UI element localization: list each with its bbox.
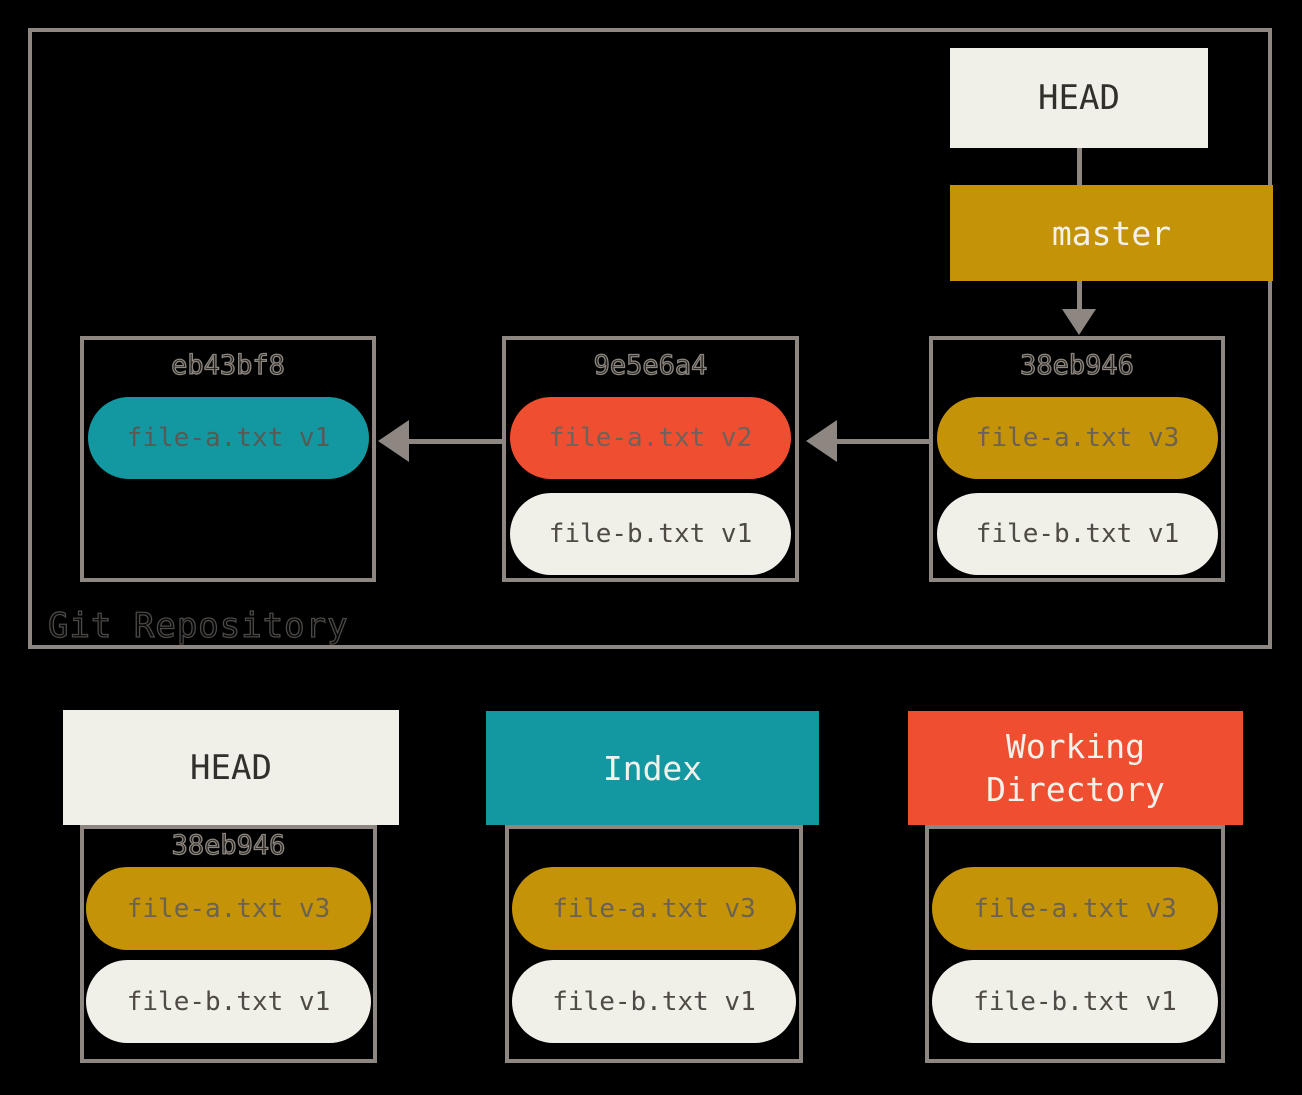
file-blob-label: file-b.txt v1 bbox=[973, 986, 1177, 1017]
index-area-title: Index bbox=[602, 748, 703, 788]
file-blob-pill: file-b.txt v1 bbox=[932, 960, 1218, 1043]
file-blob-pill: file-b.txt v1 bbox=[86, 960, 371, 1043]
file-blob-pill: file-a.txt v3 bbox=[512, 867, 796, 950]
file-blob-pill: file-b.txt v1 bbox=[512, 960, 796, 1043]
file-blob-label: file-a.txt v1 bbox=[126, 423, 331, 453]
file-blob-label: file-a.txt v3 bbox=[973, 893, 1177, 924]
file-blob-label: file-b.txt v1 bbox=[548, 519, 753, 549]
working-directory-area-box bbox=[925, 825, 1225, 1063]
commit-parent-arrow-line bbox=[834, 439, 929, 444]
file-blob-label: file-a.txt v2 bbox=[548, 423, 753, 453]
master-to-commit-line bbox=[1077, 281, 1082, 312]
file-blob-label: file-b.txt v1 bbox=[975, 519, 1180, 549]
commit-box-9e5e6a4 bbox=[502, 336, 799, 582]
file-blob-pill: file-a.txt v3 bbox=[937, 397, 1218, 479]
index-area-header: Index bbox=[486, 711, 819, 825]
left-arrow-icon bbox=[378, 420, 409, 462]
commit-id-label: 38eb946 bbox=[1019, 349, 1134, 381]
head-ref-label: HEAD bbox=[1038, 78, 1120, 118]
working-directory-header: Working Directory bbox=[908, 711, 1243, 825]
commit-parent-arrow-line bbox=[406, 439, 502, 444]
left-arrow-icon bbox=[806, 420, 837, 462]
file-blob-pill: file-a.txt v3 bbox=[86, 867, 371, 950]
head-area-title: HEAD bbox=[190, 747, 272, 788]
head-area-box bbox=[80, 825, 377, 1063]
file-blob-pill: file-a.txt v2 bbox=[510, 397, 791, 479]
git-repository-label: Git Repository bbox=[47, 605, 349, 646]
file-blob-pill: file-b.txt v1 bbox=[937, 493, 1218, 575]
commit-box-38eb946 bbox=[929, 336, 1225, 582]
head-to-master-line bbox=[1077, 148, 1082, 185]
commit-id-label: eb43bf8 bbox=[170, 349, 285, 381]
file-blob-label: file-a.txt v3 bbox=[126, 893, 331, 924]
git-repository-box bbox=[28, 28, 1272, 649]
commit-id-label: 38eb946 bbox=[171, 829, 286, 861]
head-ref-box: HEAD bbox=[950, 48, 1208, 148]
head-area-header: HEAD bbox=[63, 710, 399, 825]
index-area-box bbox=[505, 825, 803, 1063]
file-blob-pill: file-b.txt v1 bbox=[510, 493, 791, 575]
master-branch-label: master bbox=[1051, 213, 1172, 253]
file-blob-pill: file-a.txt v3 bbox=[932, 867, 1218, 950]
file-blob-pill: file-a.txt v1 bbox=[88, 397, 369, 479]
working-directory-title: Working Directory bbox=[986, 727, 1165, 809]
master-branch-box: master bbox=[950, 185, 1273, 281]
file-blob-label: file-a.txt v3 bbox=[552, 893, 756, 924]
file-blob-label: file-b.txt v1 bbox=[552, 986, 756, 1017]
file-blob-label: file-b.txt v1 bbox=[126, 986, 331, 1017]
commit-box-eb43bf8 bbox=[80, 336, 376, 582]
commit-id-label: 9e5e6a4 bbox=[593, 349, 708, 381]
down-arrow-icon bbox=[1062, 309, 1096, 335]
file-blob-label: file-a.txt v3 bbox=[975, 423, 1180, 453]
